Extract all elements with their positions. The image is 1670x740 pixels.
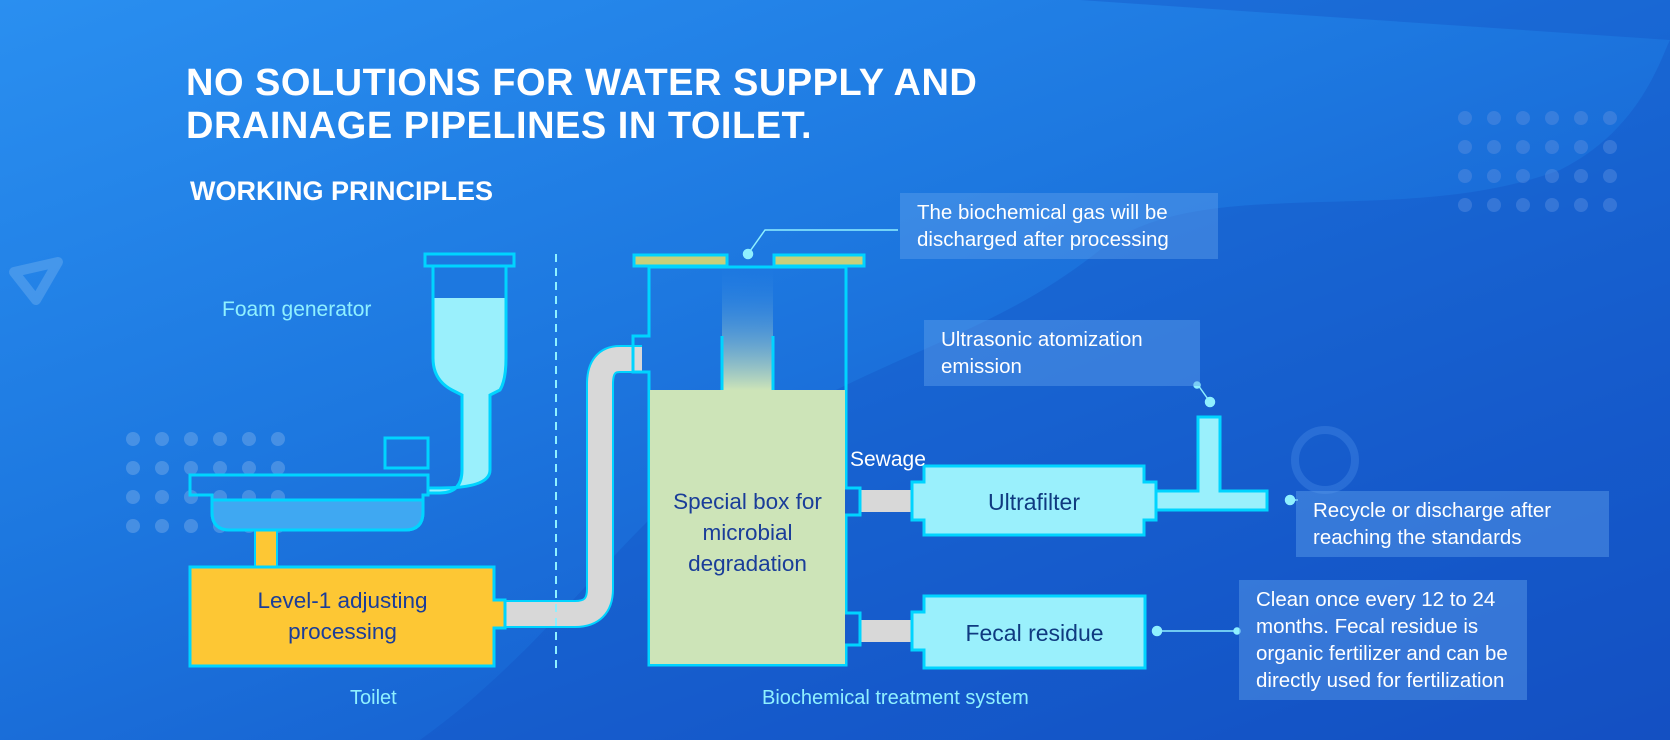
special-box-label: Special box for microbial degradation [650,486,845,579]
toilet-tank [383,436,430,470]
gas-chimney [722,267,773,390]
sewage-pipe-s-fill [505,347,642,626]
pipe-level1-to-bowl [254,526,278,570]
fecal-residue-label: Fecal residue [965,620,1104,646]
ultrafilter-label: Ultrafilter [987,489,1080,515]
level1-label-line-1: Level-1 adjusting [257,588,428,613]
recycle-callout: Recycle or discharge after reaching the … [1296,491,1609,557]
foam-generator-vessel [426,263,508,495]
dot-grid-right [1458,111,1617,212]
special-label-line-3: degradation [688,551,807,576]
biochemical-system-label: Biochemical treatment system [762,687,1029,709]
ultrasonic-callout: Ultrasonic atomization emission [924,320,1200,386]
gas-callout-line-2: discharged after processing [917,228,1169,251]
circle-deco [1291,426,1359,494]
ultrafilter-outlet-t [1154,415,1269,512]
foam-generator-empty [433,265,506,298]
sewage-label: Sewage [850,448,926,471]
fecal-residue-box [910,594,1147,670]
page-title: NO SOLUTIONS FOR WATER SUPPLY AND DRAINA… [186,62,1086,148]
foam-generator-cap [423,252,516,268]
level1-box-label: Level-1 adjusting processing [190,585,495,647]
clean-callout-line-2: months. Fecal residue is [1256,615,1479,638]
ultrafilter-box [910,464,1158,537]
special-box-lid-left [632,253,729,268]
sewage-pipe-s [505,345,642,628]
title-line-1: NO SOLUTIONS FOR WATER SUPPLY AND [186,62,978,104]
title-line-2: DRAINAGE PIPELINES IN TOILET. [186,105,813,147]
foam-generator-label: Foam generator [222,298,372,321]
clean-callout-line-4: directly used for fertilization [1256,669,1505,692]
gas-callout-line-1: The biochemical gas will be [917,201,1168,224]
special-box-outline [631,265,862,667]
toilet-label: Toilet [350,687,397,709]
callout-leaders [742,229,1298,637]
ultrasonic-callout-line-1: Ultrasonic atomization [941,328,1143,351]
clean-callout-line-3: organic fertilizer and can be [1256,642,1508,665]
clean-callout: Clean once every 12 to 24 months. Fecal … [1239,580,1527,700]
level1-label-line-2: processing [288,619,397,644]
gas-callout: The biochemical gas will be discharged a… [900,193,1218,259]
level1-adjusting-box [188,565,507,668]
special-box-lid-right [772,253,866,268]
section-subtitle: WORKING PRINCIPLES [190,176,494,206]
special-label-line-1: Special box for [673,489,822,514]
ultrasonic-callout-line-2: emission [941,355,1022,378]
special-label-line-2: microbial [702,520,793,545]
recycle-callout-line-1: Recycle or discharge after [1313,499,1552,522]
recycle-callout-line-2: reaching the standards [1313,526,1522,549]
toilet-water [210,498,425,532]
clean-callout-line-1: Clean once every 12 to 24 [1256,588,1496,611]
triangle-icon [9,257,63,305]
special-box-fill [650,390,845,664]
